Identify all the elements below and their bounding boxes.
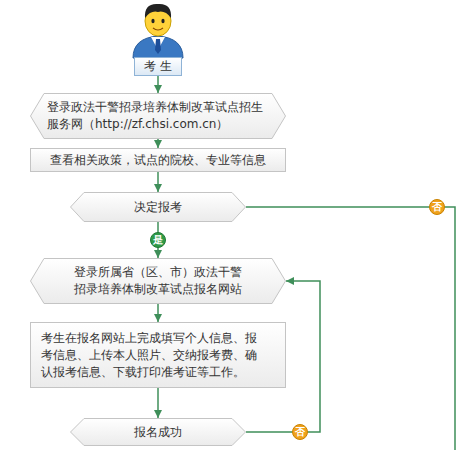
process-hexagon: 登录政法干警招录培养体制改革试点招生 服务网（http://zf.chsi.co… xyxy=(30,93,286,139)
node-text: 决定报考 xyxy=(134,199,182,216)
node-text: 查看相关政策，试点的院校、专业等信息 xyxy=(38,152,278,169)
person-suit xyxy=(133,36,183,58)
person-eye xyxy=(161,19,164,23)
actor-tag: 考 生 xyxy=(134,57,182,76)
node-text: 登录所属省（区、市）政法干警 招录培养体制改革试点报名网站 xyxy=(67,264,249,298)
rect-outline xyxy=(31,323,286,388)
node-text: 登录政法干警招录培养体制改革试点招生 服务网（http://zf.chsi.co… xyxy=(47,99,269,133)
flow-arrow xyxy=(157,304,159,322)
decision-shape: 决定报考 xyxy=(70,192,246,222)
flow-arrow xyxy=(157,172,159,192)
process-box: 查看相关政策，试点的院校、专业等信息 xyxy=(30,148,286,172)
flow-arrow xyxy=(246,281,320,432)
node-text: 考生在报名网站上完成填写个人信息、报 考信息、上传本人照片、交纳报考费、确 认报… xyxy=(41,330,275,381)
hexagon-outline xyxy=(71,419,246,446)
process-box: 考生在报名网站上完成填写个人信息、报 考信息、上传本人照片、交纳报考费、确 认报… xyxy=(30,322,286,388)
node-text: 考 生 xyxy=(144,58,172,75)
branch-badge: 否 xyxy=(429,199,445,215)
decision-shape: 报名成功 xyxy=(70,418,246,446)
process-hexagon: 登录所属省（区、市）政法干警 招录培养体制改革试点报名网站 xyxy=(30,258,286,304)
edge-badge: 是 xyxy=(150,232,166,248)
node-outline xyxy=(30,93,286,139)
flow-arrow xyxy=(157,76,159,93)
hexagon-outline xyxy=(71,193,246,222)
hexagon-outline xyxy=(31,94,286,139)
flow-arrow xyxy=(157,388,159,418)
flow-arrow xyxy=(157,139,159,148)
hexagon-outline xyxy=(31,259,286,304)
edge-badge: 否 xyxy=(292,424,308,440)
person-eye xyxy=(151,19,154,23)
tag-outline xyxy=(135,58,182,76)
person-tie xyxy=(155,39,161,54)
person-hair xyxy=(145,4,171,18)
node-text: 报名成功 xyxy=(134,424,182,441)
node-outline xyxy=(30,258,286,304)
rect-outline xyxy=(31,149,286,172)
person-mouth xyxy=(153,28,163,30)
